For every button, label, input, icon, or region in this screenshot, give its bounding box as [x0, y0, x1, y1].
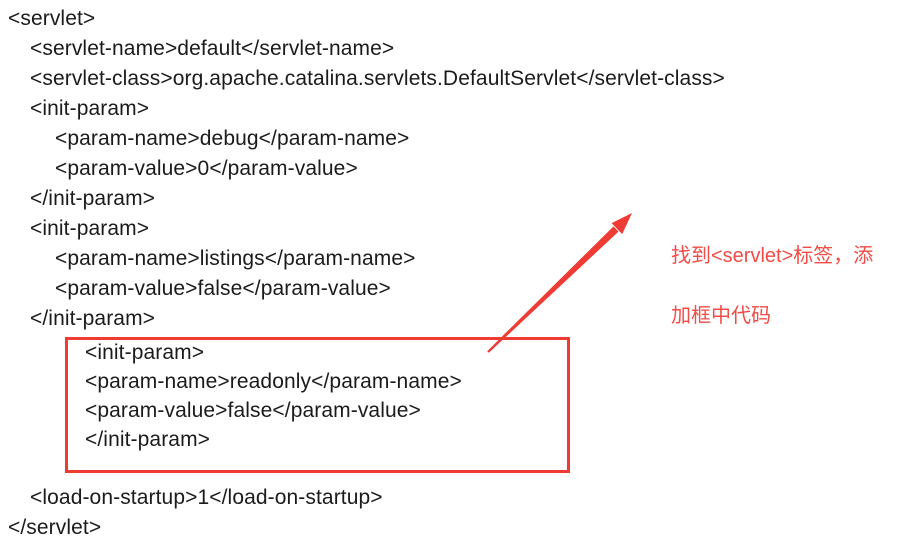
code-line-init-param-open-2: <init-param> [30, 217, 150, 240]
code-line-param-name-listings: <param-name>listings</param-name> [55, 247, 416, 270]
code-line-param-value-false-1: <param-value>false</param-value> [55, 277, 391, 300]
code-line-param-name-debug: <param-name>debug</param-name> [55, 127, 410, 150]
highlight-box [65, 337, 570, 473]
code-line-servlet-close: </servlet> [8, 516, 102, 539]
code-line-servlet-open: <servlet> [8, 7, 96, 30]
code-line-servlet-name: <servlet-name>default</servlet-name> [30, 37, 395, 60]
code-line-init-param-close-1: </init-param> [30, 187, 156, 210]
code-line-param-value-0: <param-value>0</param-value> [55, 157, 358, 180]
annotation-note: 找到<servlet>标签，添 加框中代码 [671, 211, 906, 361]
code-line-init-param-close-2: </init-param> [30, 307, 156, 330]
code-line-init-param-open-1: <init-param> [30, 97, 150, 120]
code-line-param-name-readonly: <param-name>readonly</param-name> [85, 370, 462, 393]
annotation-note-line2: 加框中代码 [671, 305, 771, 327]
code-line-load-on-startup: <load-on-startup>1</load-on-startup> [30, 486, 383, 509]
code-line-init-param-open-3: <init-param> [85, 341, 205, 364]
code-line-init-param-close-3: </init-param> [85, 428, 211, 451]
annotation-note-line1: 找到<servlet>标签，添 [671, 245, 874, 267]
code-line-servlet-class: <servlet-class>org.apache.catalina.servl… [30, 67, 725, 90]
code-line-param-value-false-2: <param-value>false</param-value> [85, 399, 421, 422]
